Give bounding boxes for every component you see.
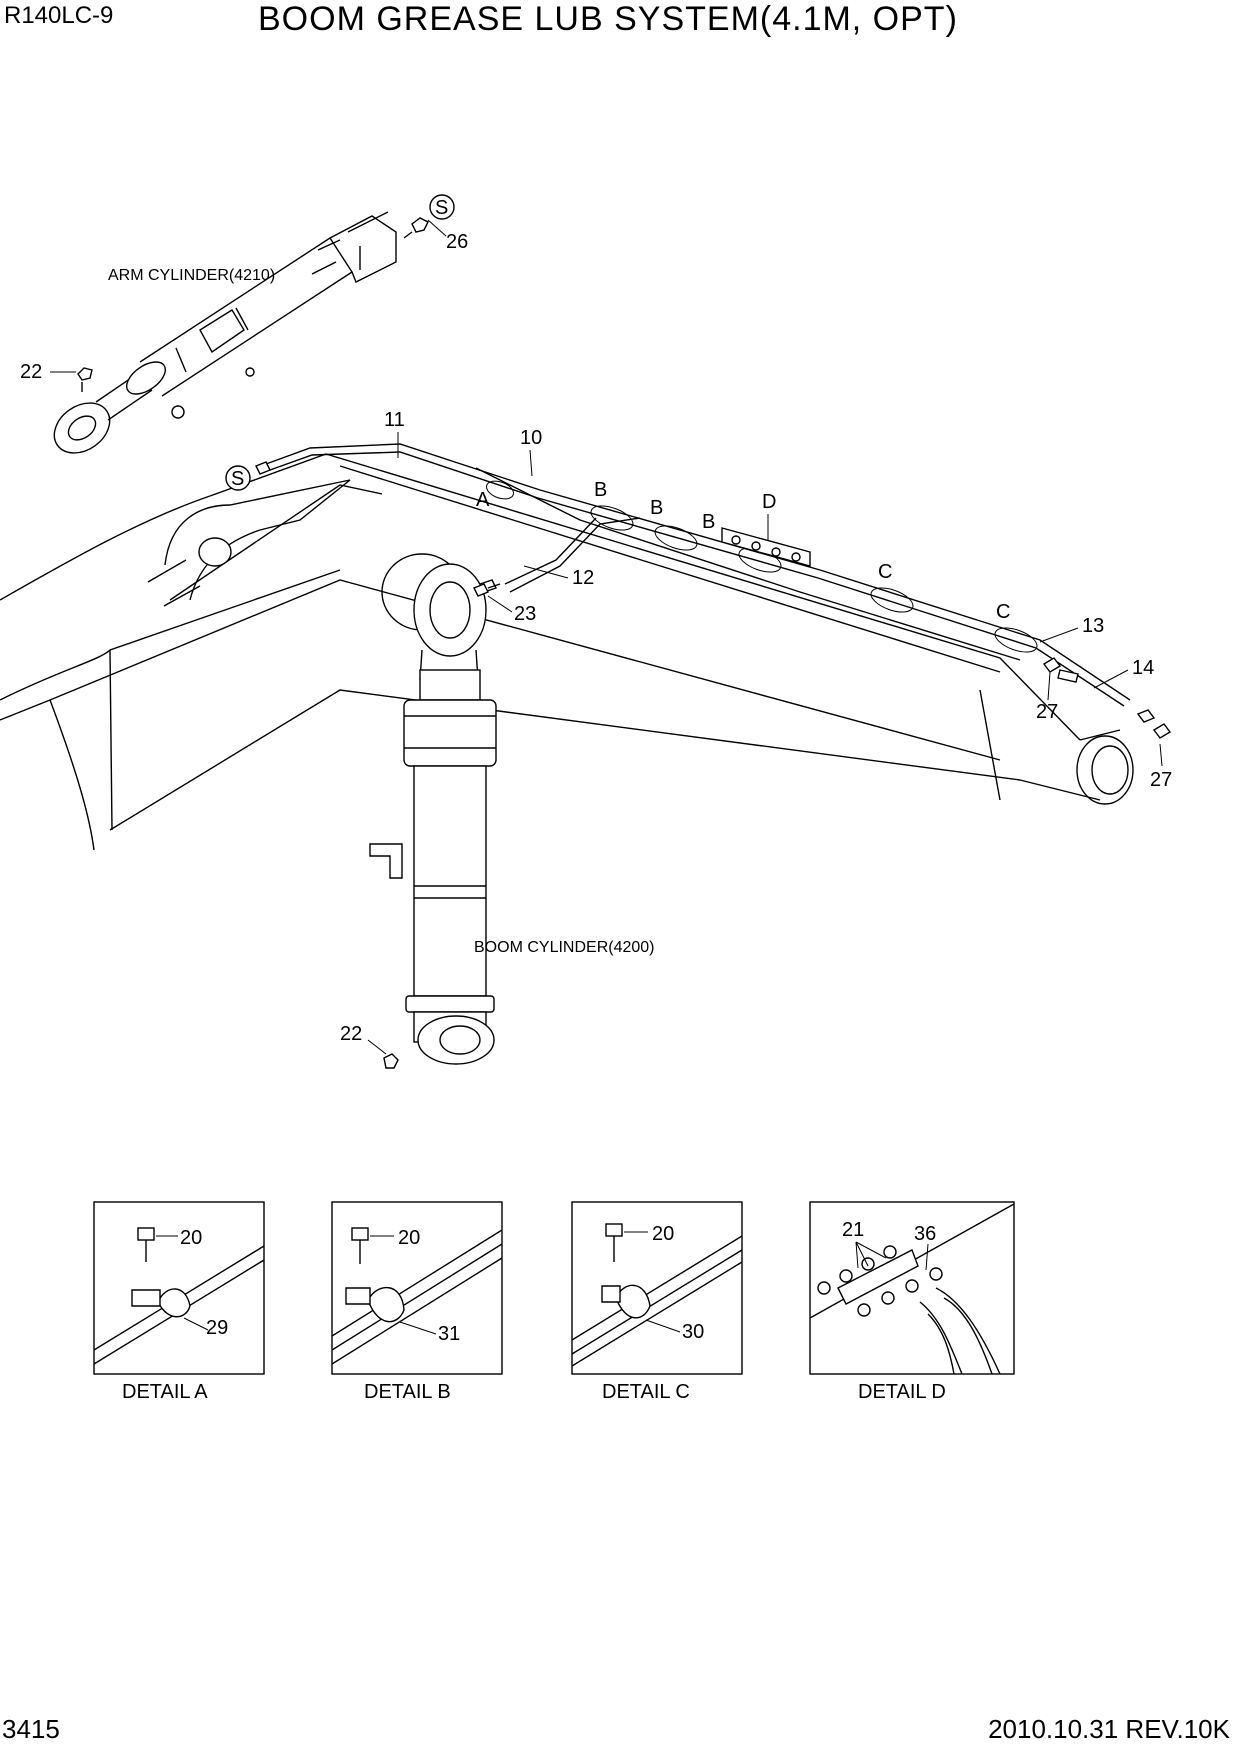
callout-s-top: S bbox=[435, 197, 448, 219]
callout-23: 23 bbox=[514, 603, 536, 625]
detail-d-caption: DETAIL D bbox=[858, 1381, 946, 1403]
detail-a-bolt-callout: 20 bbox=[180, 1227, 202, 1249]
detail-d-fitting-callout: 21 bbox=[842, 1219, 864, 1241]
boom-cylinder-label: BOOM CYLINDER(4200) bbox=[474, 939, 655, 956]
callout-11: 11 bbox=[384, 409, 405, 431]
detail-c: 20 30 bbox=[571, 1201, 743, 1375]
detail-c-bolt-callout: 20 bbox=[652, 1223, 674, 1245]
boom-assembly bbox=[0, 453, 1134, 851]
detail-b-bolt-callout: 20 bbox=[398, 1227, 420, 1249]
revision-date: 2010.10.31 REV.10K bbox=[988, 1714, 1230, 1744]
callout-B2: B bbox=[650, 497, 663, 519]
callout-D: D bbox=[762, 491, 776, 513]
callout-10: 10 bbox=[520, 427, 542, 449]
arm-cylinder-label: ARM CYLINDER(4210) bbox=[108, 267, 275, 284]
callout-C2: C bbox=[996, 601, 1010, 623]
page-number: 3415 bbox=[2, 1714, 60, 1744]
detail-c-caption: DETAIL C bbox=[602, 1381, 690, 1403]
callout-s-boom: S bbox=[231, 468, 244, 490]
callout-22-arm: 22 bbox=[20, 361, 42, 383]
callout-22-boom: 22 bbox=[340, 1023, 362, 1045]
boom-cylinder bbox=[369, 553, 501, 1069]
detail-d: 21 36 bbox=[809, 1201, 1015, 1375]
callout-13: 13 bbox=[1082, 615, 1104, 637]
detail-a-clamp-callout: 29 bbox=[206, 1317, 228, 1339]
callout-27a: 27 bbox=[1036, 701, 1058, 723]
callout-14: 14 bbox=[1132, 657, 1154, 679]
callout-B1: B bbox=[594, 479, 607, 501]
detail-b-caption: DETAIL B bbox=[364, 1381, 451, 1403]
callout-12: 12 bbox=[572, 567, 594, 589]
callout-B3: B bbox=[702, 511, 715, 533]
callout-A: A bbox=[476, 489, 490, 511]
detail-a: 20 29 bbox=[93, 1201, 265, 1375]
detail-b: 20 31 bbox=[331, 1201, 503, 1375]
arm-cylinder bbox=[53, 211, 429, 454]
model-number: R140LC-9 bbox=[4, 2, 114, 29]
detail-a-caption: DETAIL A bbox=[122, 1381, 208, 1403]
detail-c-clamp-callout: 30 bbox=[682, 1321, 704, 1343]
callout-26: 26 bbox=[446, 231, 468, 253]
callout-27b: 27 bbox=[1150, 769, 1172, 791]
callout-C1: C bbox=[878, 561, 892, 583]
page-title: BOOM GREASE LUB SYSTEM(4.1M, OPT) bbox=[258, 0, 958, 38]
detail-d-connector-callout: 36 bbox=[914, 1223, 936, 1245]
grease-hose-lines bbox=[255, 443, 1172, 739]
callouts: S 26 22 S 11 10 A B B B D 12 23 C C 13 bbox=[20, 194, 1172, 1055]
detail-b-clamp-callout: 31 bbox=[438, 1323, 460, 1345]
